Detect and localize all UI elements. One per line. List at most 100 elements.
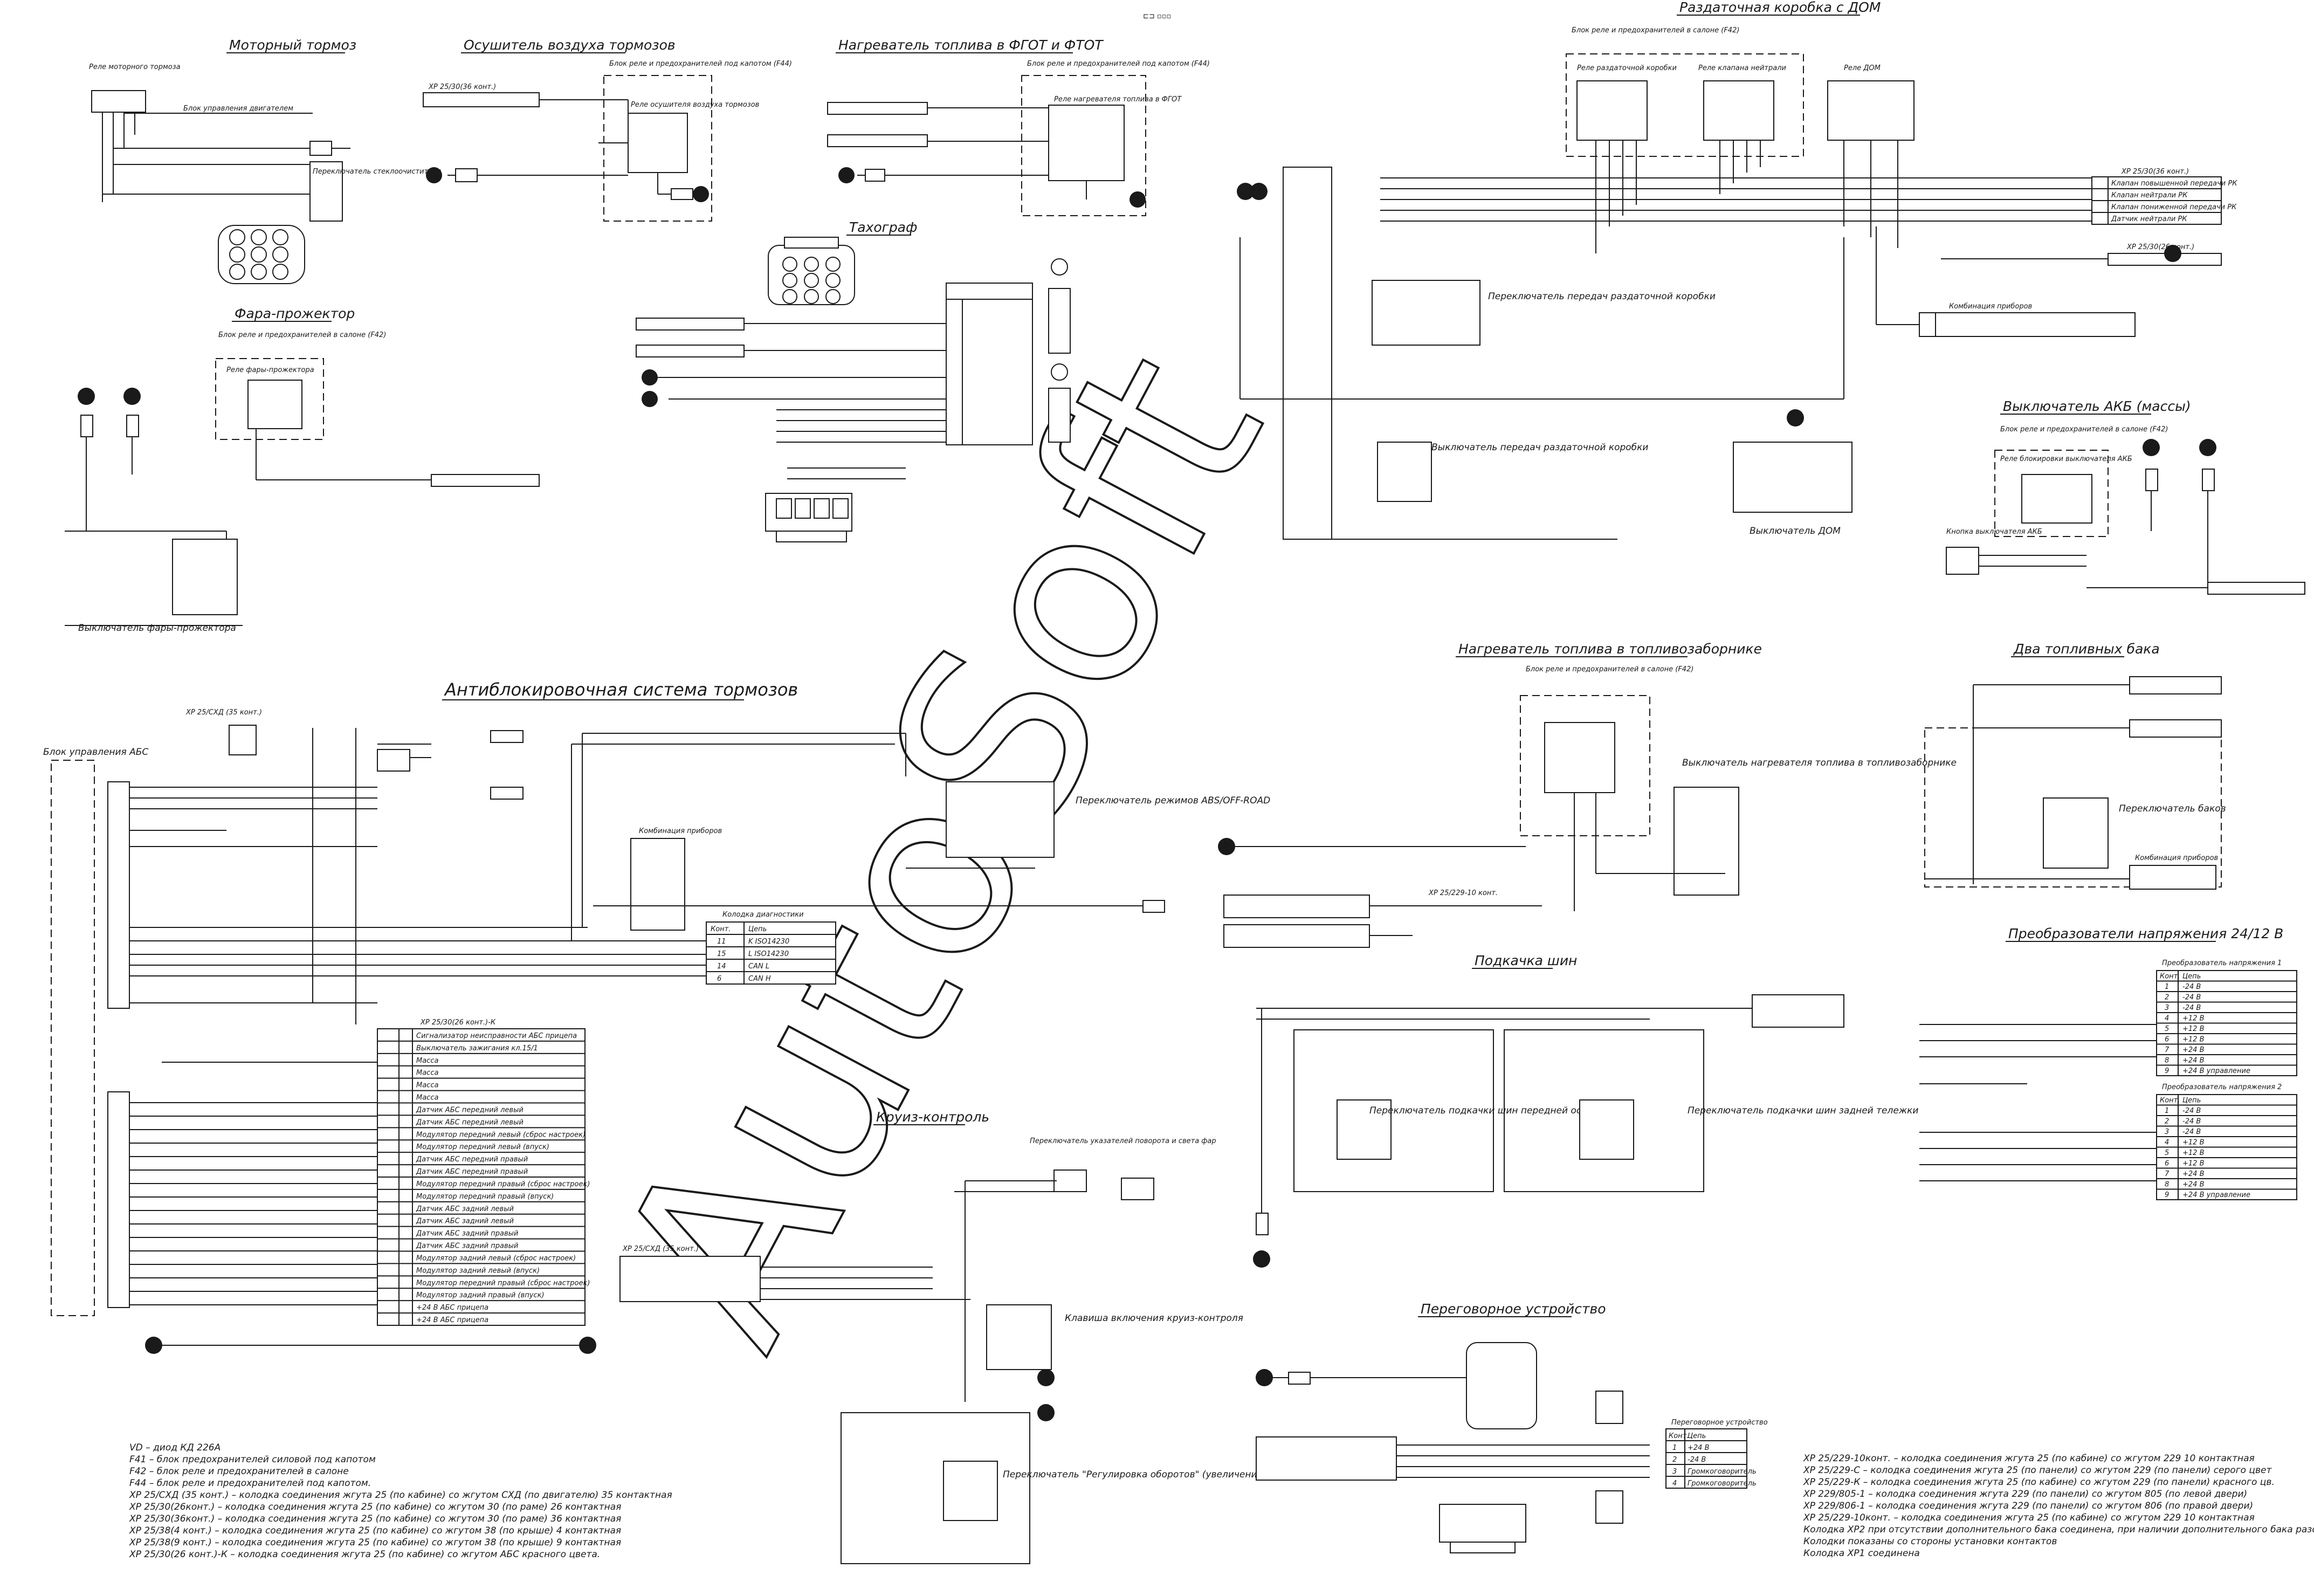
title-two-tanks: Два топливных бака	[2013, 641, 2160, 657]
converter-row-contact: 9	[2165, 1067, 2169, 1075]
tachograph-circuit	[636, 237, 1071, 542]
conv1-title: Преобразователь напряжения 1	[2162, 959, 2282, 967]
title-battery-switch: Выключатель АКБ (массы)	[2003, 398, 2191, 414]
abs-table-row: +24 В АБС прицепа	[416, 1316, 488, 1324]
converter-row-circuit: +12 В	[2182, 1036, 2205, 1044]
rpm-switch-label: Переключатель "Регулировка оборотов" (ув…	[1003, 1469, 1333, 1480]
converter-row-circuit: +24 В управление	[2182, 1067, 2250, 1075]
dom-relay-label: Реле ДОМ	[1844, 64, 1881, 72]
intercom-header-circuit: Цепь	[1688, 1432, 1706, 1440]
battery-button-label: Кнопка выключателя АКБ	[1946, 528, 2042, 536]
note-left-line: XP 25/38(4 конт.) – колодка соединения ж…	[129, 1525, 621, 1536]
converter-row-contact: 5	[2165, 1025, 2169, 1033]
note-left-line: XP 25/30(36конт.) – колодка соединения ж…	[129, 1514, 621, 1524]
title-headlamp-projector: Фара-прожектор	[235, 306, 355, 321]
diag-r4-c2: CAN H	[748, 975, 771, 983]
converter-row-contact: 7	[2165, 1046, 2170, 1054]
diag-r3-c2: CAN L	[748, 962, 769, 971]
abs-table-row: Датчик АБС задний правый	[416, 1230, 518, 1238]
converter-header-contact: Конт.	[2160, 1097, 2180, 1105]
abs-table-row: Датчик АБС задний левый	[416, 1217, 514, 1226]
valve-relay-label: Реле клапана нейтрали	[1698, 64, 1786, 72]
diag-r1-c2: K ISO14230	[748, 938, 789, 946]
intercom-title: Переговорное устройство	[1671, 1419, 1768, 1427]
note-left-line: XP 25/30(26конт.) – колодка соединения ж…	[129, 1502, 621, 1512]
tc-connector-26: XP 25/30(26 конт.)	[2126, 243, 2194, 251]
abs-instruments-label: Комбинация приборов	[639, 827, 722, 835]
abs-table-row: Датчик АБС передний левый	[416, 1118, 524, 1126]
converter-row-circuit: +12 В	[2182, 1025, 2205, 1033]
converter-row-contact: 2	[2165, 994, 2169, 1002]
fuel-heater-fgot-circuit: Блок реле и предохранителей под капотом …	[827, 60, 1210, 216]
tanks-instruments-label: Комбинация приборов	[2135, 854, 2218, 862]
converter-row-contact: 1	[2165, 983, 2169, 991]
note-right-line: XP 229/806-1 – колодка соединения жгута …	[1803, 1501, 2253, 1511]
battery-lock-relay-label: Реле блокировки выключателя АКБ	[2000, 455, 2132, 463]
intercom-row-contact: 2	[1672, 1456, 1677, 1464]
engine-brake-circuit: Реле моторного тормоза Блок управления д…	[89, 63, 441, 284]
converter-row-contact: 1	[2165, 1107, 2169, 1115]
title-intercom: Переговорное устройство	[1421, 1301, 1606, 1317]
engine-brake-relay-label: Реле моторного тормоза	[89, 63, 181, 71]
converter-header-contact: Конт.	[2160, 973, 2180, 981]
note-left-line: XP 25/38(9 конт.) – колодка соединения ж…	[129, 1537, 621, 1548]
cruise-circuit: Переключатель указателей поворота и свет…	[619, 1137, 1333, 1564]
tc-switch-bottom-label: Выключатель передач раздаточной коробки	[1431, 442, 1648, 453]
converter-row-circuit: -24 В	[2182, 1107, 2201, 1115]
abs-table-row: Модулятор задний левый (впуск)	[416, 1267, 540, 1275]
dom-switch-label: Выключатель ДОМ	[1750, 526, 1841, 536]
transfer-case-circuit: Блок реле и предохранителей в салоне (F4…	[1237, 26, 2237, 540]
note-right-line: XP 25/229-К – колодка соединения жгута 2…	[1803, 1477, 2275, 1488]
converter-row-contact: 5	[2165, 1149, 2169, 1157]
title-fuel-heater-fgot: Нагреватель топлива в ФГОТ и ФТОТ	[838, 37, 1104, 53]
rear-axle-switch-label: Переключатель подкачки шин задней тележк…	[1688, 1105, 1918, 1116]
title-engine-brake: Моторный тормоз	[229, 37, 356, 53]
projector-relay-label: Реле фары-прожектора	[226, 366, 314, 374]
abs-table-row: +24 В АБС прицепа	[416, 1304, 488, 1312]
tc-switch-label: Переключатель передач раздаточной коробк…	[1488, 291, 1716, 302]
abs-table-row: Модулятор передний левый (впуск)	[416, 1143, 549, 1151]
converter-row-contact: 2	[2165, 1118, 2169, 1126]
intercom-header-contact: Конт.	[1669, 1432, 1689, 1440]
diag-h-1: Конт.	[711, 925, 731, 933]
diag-r3-c1: 14	[717, 962, 726, 971]
headlamp-projector-circuit: Блок реле и предохранителей в салоне (F4…	[65, 331, 540, 634]
air-dryer-circuit: Блок реле и предохранителей под капотом …	[423, 60, 792, 222]
intercom-row-circuit: Громкоговоритель	[1688, 1468, 1757, 1476]
note-right-line: XP 25/229-С – колодка соединения жгута 2…	[1803, 1465, 2272, 1476]
tc-instruments-label: Комбинация приборов	[1949, 302, 2032, 311]
converter-row-contact: 8	[2165, 1181, 2169, 1189]
abs-table-row: Масса	[416, 1069, 438, 1077]
converter-row-circuit: +24 В	[2182, 1170, 2205, 1178]
corner-mark: ⊏⊐ ▫▫▫	[1143, 12, 1171, 20]
diag-r4-c1: 6	[717, 975, 721, 983]
converter-row-contact: 3	[2165, 1128, 2169, 1136]
intercom-row-contact: 1	[1672, 1444, 1677, 1452]
note-right-line: XP 25/229-10конт. – колодка соединения ж…	[1803, 1453, 2255, 1464]
abs-table-row: Датчик АБС задний правый	[416, 1242, 518, 1250]
converter-row-circuit: -24 В	[2182, 1128, 2201, 1136]
converter-row-circuit: +12 В	[2182, 1139, 2205, 1147]
abs-table-row: Модулятор задний правый (впуск)	[416, 1291, 545, 1299]
abs-table-row: Модулятор передний правый (впуск)	[416, 1193, 554, 1201]
converter-row-contact: 8	[2165, 1057, 2169, 1065]
abs-table-row: Масса	[416, 1094, 438, 1102]
title-converters: Преобразователи напряжения 24/12 В	[2008, 926, 2283, 941]
converter-row-circuit: -24 В	[2182, 983, 2201, 991]
abs-table-row: Сигнализатор неисправности АБС прицепа	[416, 1032, 577, 1040]
intercom-row-contact: 4	[1672, 1480, 1677, 1488]
diag-title: Колодка диагностики	[722, 911, 804, 919]
converter-row-circuit: -24 В	[2182, 1118, 2201, 1126]
converter-header-circuit: Цепь	[2182, 973, 2201, 981]
converter-row-contact: 9	[2165, 1191, 2169, 1199]
note-right-line: Колодка XP2 при отсутствии дополнительно…	[1803, 1524, 2314, 1535]
hood-block-label: Блок реле и предохранителей под капотом …	[609, 60, 792, 68]
note-left-line: XP 25/СХД (35 конт.) – колодка соединени…	[129, 1490, 672, 1501]
note-left-line: VD – диод КД 226А	[129, 1442, 221, 1453]
title-tire-inflation: Подкачка шин	[1475, 953, 1577, 968]
title-fuel-tank-heater: Нагреватель топлива в топливозаборнике	[1458, 641, 1762, 657]
turn-switch-label: Переключатель указателей поворота и свет…	[1030, 1137, 1216, 1145]
tc-row-3: Клапан пониженной передачи РК	[2111, 203, 2237, 211]
